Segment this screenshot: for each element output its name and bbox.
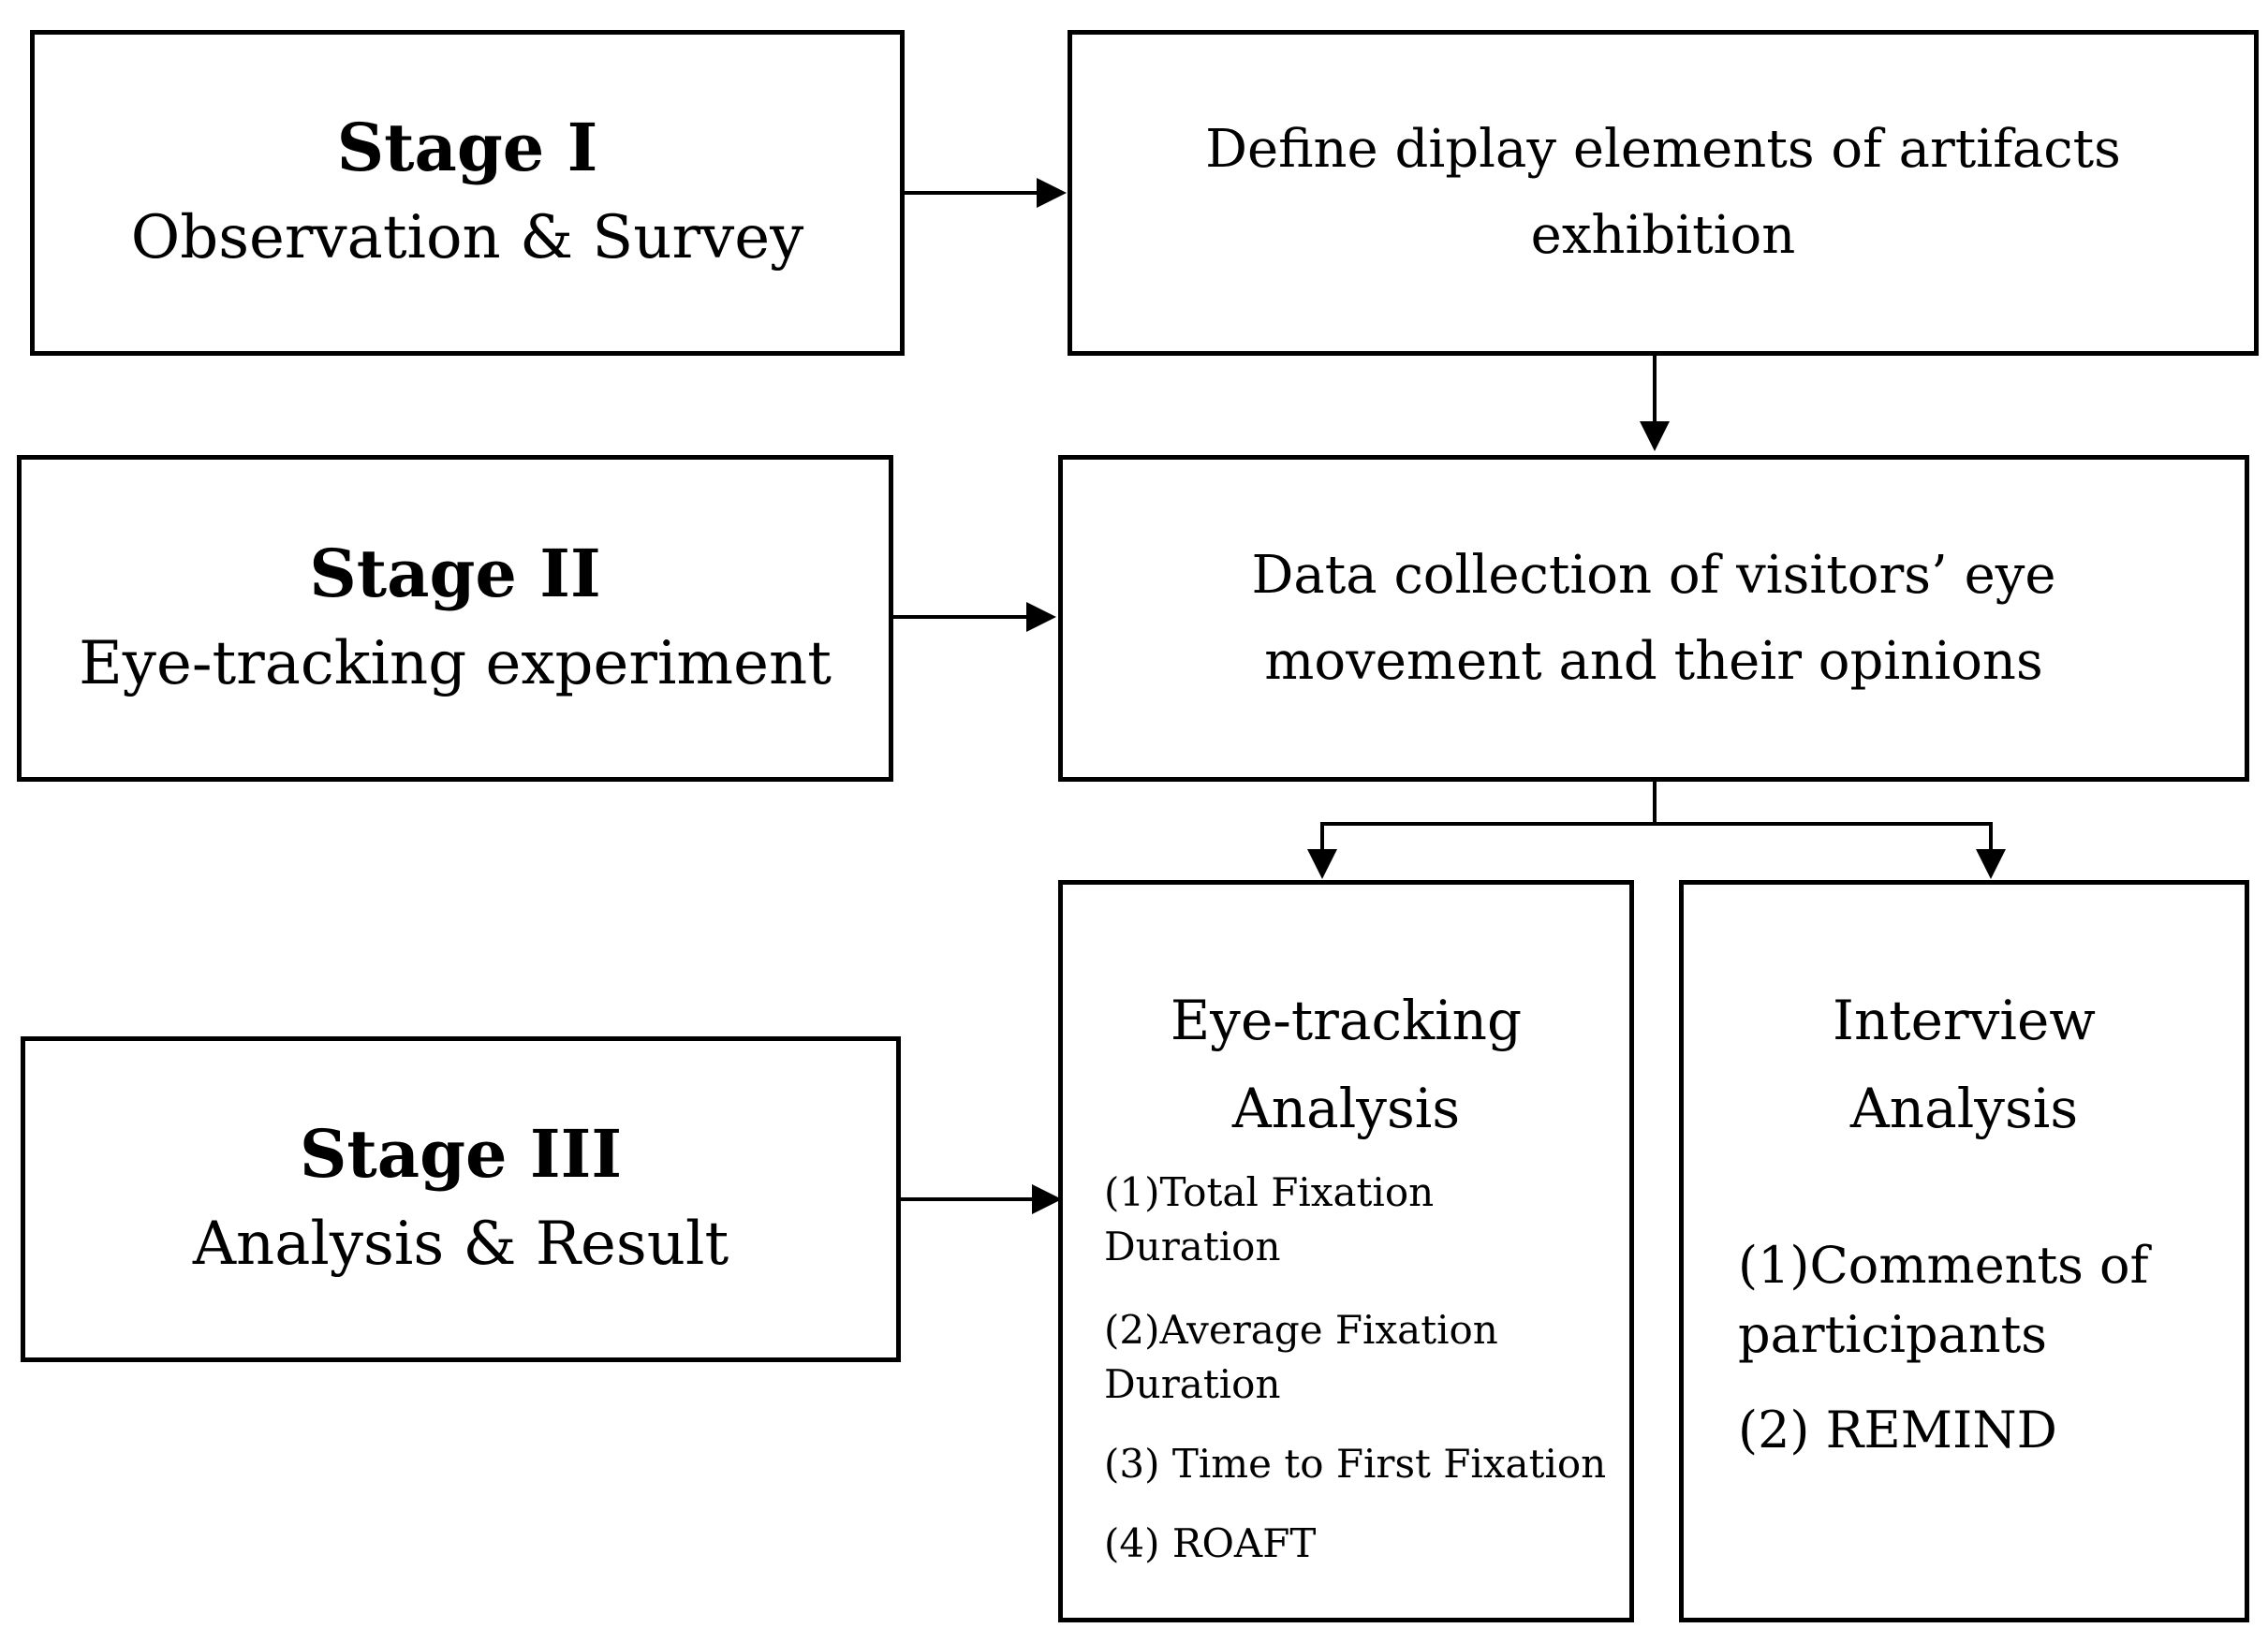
stage-2-subtitle: Eye-tracking experiment: [79, 628, 832, 698]
interview-items-list: (1)Comments of participants (2) REMIND: [1738, 1231, 2226, 1491]
define-elements-line-1: Define diplay elements of artifacts: [1205, 119, 2121, 180]
eye-tracking-metric: (1)Total Fixation Duration: [1104, 1169, 1435, 1269]
stage-2-box: Stage II Eye-tracking experiment: [17, 455, 893, 782]
define-elements-line-2: exhibition: [1530, 205, 1796, 266]
eye-tracking-heading-line-1: Eye-tracking: [1170, 989, 1523, 1052]
data-collection-line-1: Data collection of visitors’ eye: [1251, 544, 2056, 606]
stage-1-subtitle: Observation & Survey: [130, 203, 804, 272]
interview-analysis-box: Interview Analysis (1)Comments of partic…: [1679, 880, 2249, 1622]
stage-3-title: Stage III: [299, 1115, 623, 1193]
interview-item: (2) REMIND: [1738, 1401, 2057, 1460]
stage-2-title: Stage II: [309, 534, 601, 612]
define-elements-box: Define diplay elements of artifacts exhi…: [1068, 30, 2259, 356]
data-collection-box: Data collection of visitors’ eye movemen…: [1058, 455, 2249, 782]
branch-to-interview: [1655, 822, 2006, 879]
interview-heading-line-2: Analysis: [1849, 1077, 2079, 1140]
stage-1-title: Stage I: [336, 109, 598, 186]
interview-item: (1)Comments of participants: [1738, 1236, 2149, 1364]
eye-tracking-metric: (3) Time to First Fixation: [1104, 1441, 1607, 1487]
stage-3-subtitle: Analysis & Result: [192, 1210, 729, 1279]
eye-tracking-heading-line-2: Analysis: [1231, 1077, 1461, 1140]
stage-1-box: Stage I Observation & Survey: [30, 30, 905, 356]
data-collection-line-2: movement and their opinions: [1264, 630, 2043, 692]
eye-tracking-metric: (2)Average Fixation Duration: [1104, 1307, 1498, 1407]
branch-to-eyetracking: [1307, 822, 1655, 879]
stage-3-box: Stage III Analysis & Result: [21, 1036, 901, 1362]
eye-tracking-metric: (4) ROAFT: [1104, 1520, 1317, 1566]
eye-tracking-metrics-list: (1)Total Fixation Duration (2)Average Fi…: [1104, 1166, 1611, 1596]
eye-tracking-analysis-box: Eye-tracking Analysis (1)Total Fixation …: [1058, 880, 1634, 1622]
interview-heading-line-1: Interview: [1833, 989, 2096, 1052]
